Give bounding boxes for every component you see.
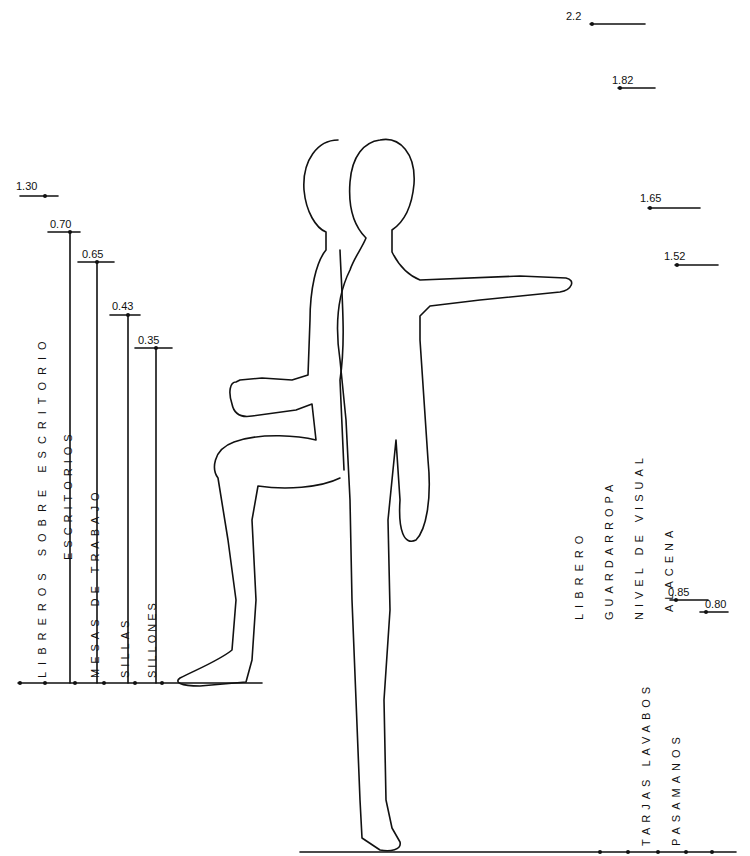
furniture-label: LIBRERO — [573, 530, 586, 620]
dimension-number: 0.43 — [112, 300, 133, 313]
dimension-number: 1.65 — [640, 192, 661, 205]
dimension-number: 0.35 — [138, 334, 159, 347]
furniture-label: PASAMANOS — [670, 732, 683, 846]
furniture-label: TARJAS LAVABOS — [640, 682, 653, 846]
furniture-label: LIBREROS SOBRE ESCRITORIO — [36, 334, 49, 678]
dimension-number: 2.2 — [566, 10, 581, 23]
furniture-label: MESAS DE TRABAJO — [89, 488, 102, 678]
dimension-number: 0.80 — [705, 598, 726, 611]
furniture-label: GUARDARROPA — [603, 480, 616, 620]
dimension-number: 0.70 — [50, 218, 71, 231]
furniture-label: SILLAS — [119, 617, 132, 678]
dimension-number: 1.30 — [16, 180, 37, 193]
dimension-number: 1.82 — [612, 74, 633, 87]
furniture-label: NIVEL DE VISUAL — [633, 453, 646, 620]
dimension-number: 0.65 — [82, 248, 103, 261]
dimension-number: 1.52 — [664, 250, 685, 263]
furniture-label: ALACENA — [663, 526, 676, 612]
furniture-label: SILLONES — [146, 600, 159, 678]
furniture-label: ESCRITORIOS — [62, 429, 75, 560]
